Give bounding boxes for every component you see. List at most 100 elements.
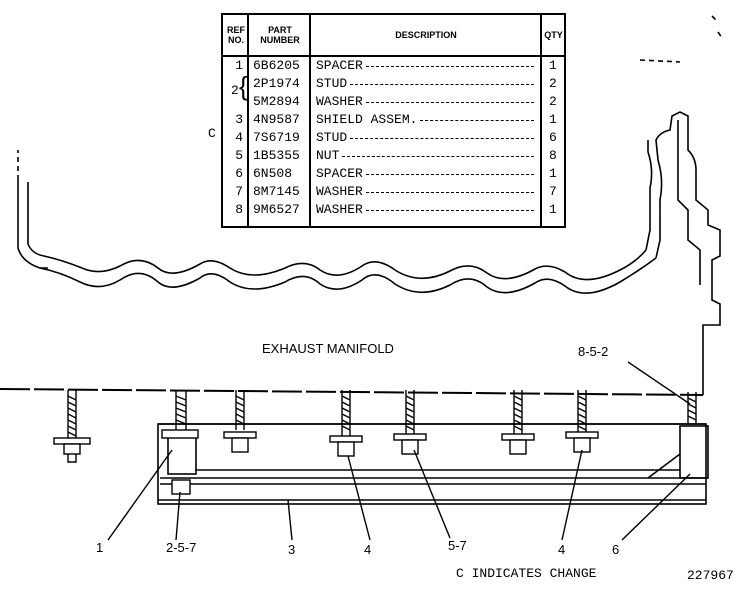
description-cell: WASHER: [316, 184, 363, 199]
description-cell: STUD: [316, 76, 347, 91]
dash-leader-line: [366, 192, 534, 193]
qty-cell: 2: [549, 76, 557, 91]
leader-8-5-2: [627, 361, 691, 405]
part-number-cell: 7S6719: [253, 130, 300, 145]
description-text: WASHER: [316, 202, 363, 217]
manifold-right-wall: [677, 120, 701, 285]
callout-6: 6: [612, 542, 620, 557]
manifold-outline-left: [17, 180, 48, 269]
description-text: STUD: [316, 130, 348, 145]
col-divider: [247, 15, 249, 226]
callout-4b: 4: [558, 542, 566, 557]
leader-lines: [107, 361, 691, 541]
table-row: 3 4N9587 1 SHIELD ASSEM.: [223, 111, 564, 129]
col-divider: [540, 15, 542, 226]
manifold-wavy-outer: [39, 257, 657, 294]
dash-leader-line: [366, 210, 534, 211]
dash-leader-line: [366, 102, 534, 103]
leader-2-5-7: [175, 491, 181, 541]
header-qty: QTY: [541, 15, 566, 57]
callout-2-5-7: 2-5-7: [166, 540, 197, 555]
manifold-right-inner: [645, 140, 653, 251]
dash-leader-line: [366, 66, 534, 67]
stud-6: [565, 390, 599, 453]
manifold-label: EXHAUST MANIFOLD: [262, 341, 394, 356]
description-cell: SPACER: [316, 58, 363, 73]
description-text: SPACER: [316, 166, 363, 181]
callout-3: 3: [288, 542, 296, 557]
description-text: SHIELD ASSEM.: [316, 112, 418, 127]
dash-leader-line: [342, 156, 534, 157]
callout-4a: 4: [364, 542, 372, 557]
description-text: NUT: [316, 148, 340, 163]
studs: [53, 390, 697, 495]
manifold-edge-dashes: [639, 15, 723, 63]
callout-1: 1: [96, 540, 104, 555]
qty-cell: 1: [549, 112, 557, 127]
part-number-cell: 1B5355: [253, 148, 300, 163]
table-row: 7 8M7145 7 WASHER: [223, 183, 564, 201]
stud-4: [393, 390, 427, 455]
description-text: WASHER: [316, 94, 363, 109]
ref-cell: 6: [235, 166, 243, 181]
ref-cell: 5: [235, 148, 243, 163]
stud-3: [329, 390, 363, 457]
manifold-right-outer: [655, 111, 721, 395]
description-text: WASHER: [316, 184, 363, 199]
callout-5-7: 5-7: [448, 538, 467, 553]
stud-5: [501, 390, 535, 455]
description-cell: STUD: [316, 130, 347, 145]
shield-diag2: [647, 453, 681, 479]
part-number-cell: 4N9587: [253, 112, 300, 127]
dash-leader-line: [420, 120, 534, 121]
description-cell: WASHER: [316, 94, 363, 109]
qty-cell: 8: [549, 148, 557, 163]
table-row: 5 1B5355 8 NUT: [223, 147, 564, 165]
flange-line: [0, 388, 704, 396]
ref-cell: 7: [235, 184, 243, 199]
stud-1: [161, 390, 199, 495]
leader-5-7: [413, 449, 451, 539]
callout-8-5-2: 8-5-2: [578, 344, 609, 359]
table-row: 8 9M6527 1 WASHER: [223, 201, 564, 219]
group-brace: {: [239, 71, 248, 101]
manifold-wavy-inner: [43, 249, 647, 281]
part-number-cell: 6B6205: [253, 58, 300, 73]
stud-outside-left: [53, 390, 91, 463]
figure-number: 227967: [687, 568, 734, 583]
dash-leader-line: [350, 84, 534, 85]
part-number-cell: 5M2894: [253, 94, 300, 109]
change-note: C INDICATES CHANGE: [456, 566, 597, 581]
ref-cell: 1: [235, 58, 243, 73]
ref-cell: 8: [235, 202, 243, 217]
spacer-left: [167, 435, 197, 475]
change-marker: C: [208, 126, 216, 141]
qty-cell: 2: [549, 94, 557, 109]
stud-7: [687, 392, 697, 424]
description-text: SPACER: [316, 58, 363, 73]
leader-6: [621, 473, 691, 541]
description-text: STUD: [316, 76, 348, 91]
description-cell: NUT: [316, 148, 339, 163]
description-cell: SPACER: [316, 166, 363, 181]
manifold-inner-left: [27, 182, 45, 257]
description-cell: SHIELD ASSEM.: [316, 112, 417, 127]
qty-cell: 7: [549, 184, 557, 199]
part-number-cell: 8M7145: [253, 184, 300, 199]
leader-3: [287, 499, 293, 541]
qty-cell: 1: [549, 166, 557, 181]
col-divider: [309, 15, 311, 226]
part-number-cell: 9M6527: [253, 202, 300, 217]
ref-cell: 3: [235, 112, 243, 127]
ref-cell: 4: [235, 130, 243, 145]
stud-2: [223, 390, 257, 453]
qty-cell: 1: [549, 202, 557, 217]
dash-leader-line: [350, 138, 534, 139]
